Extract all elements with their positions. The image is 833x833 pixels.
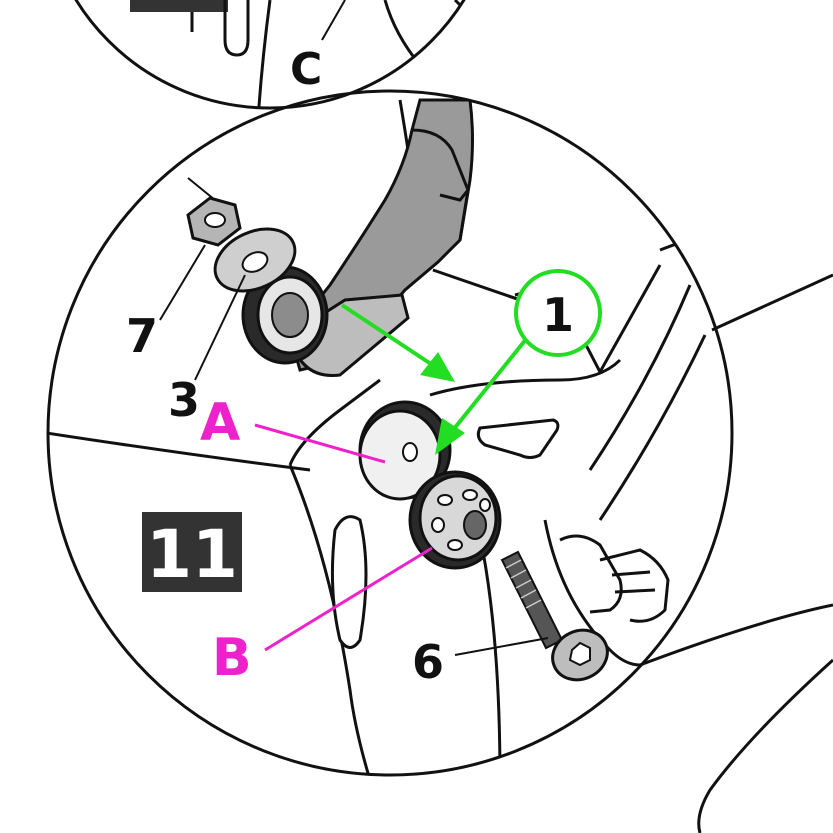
- arm-bushing: [241, 265, 329, 365]
- slot-outline: [223, 0, 250, 57]
- arrow-head-1: [420, 352, 455, 382]
- leader-line-b: [264, 546, 433, 652]
- frame-outline-right: [639, 273, 833, 833]
- callout-b: B: [212, 628, 252, 688]
- dropout-detail: [559, 534, 670, 623]
- callout-circle-1: [514, 269, 602, 357]
- leader-line-3: [194, 274, 246, 381]
- previous-detail-view: C: [74, 0, 467, 110]
- callout-a: A: [200, 393, 240, 453]
- step-number: 11: [146, 516, 238, 593]
- leader-line-a: [254, 423, 386, 464]
- leader-lines: [159, 177, 549, 656]
- washer-part-3: [213, 227, 297, 293]
- nut-part-7: [186, 196, 242, 247]
- callout-1: 1: [542, 288, 574, 342]
- callout-c: C: [290, 44, 322, 95]
- bushing-point-a: [358, 400, 452, 501]
- leader-line-axis: [187, 177, 216, 201]
- arrow-head-2: [435, 418, 465, 455]
- step-badge-bg: [142, 512, 242, 592]
- bolt-part-6: [500, 550, 609, 682]
- arrow-arm-to-frame: [340, 303, 442, 372]
- callout-7: 7: [126, 309, 158, 363]
- previous-detail-circle: [74, 0, 466, 110]
- arrow-part-1: [443, 336, 529, 442]
- bearing-point-b: [408, 470, 502, 570]
- main-detail-view: [46, 89, 734, 777]
- brake-arm: [288, 98, 474, 377]
- frame-cutout: [476, 418, 560, 459]
- callout-3: 3: [168, 373, 200, 427]
- frame-slot: [330, 515, 368, 649]
- main-detail-circle: [46, 89, 734, 777]
- callout-6: 6: [412, 635, 444, 689]
- leader-line-c: [321, 0, 346, 41]
- leader-line-7: [159, 244, 206, 321]
- previous-step-badge: [130, 0, 228, 12]
- leader-line-6: [454, 637, 549, 656]
- magenta-leaders: [254, 423, 433, 652]
- step-badge: 11: [142, 512, 242, 593]
- assembly-arrows: [340, 303, 529, 442]
